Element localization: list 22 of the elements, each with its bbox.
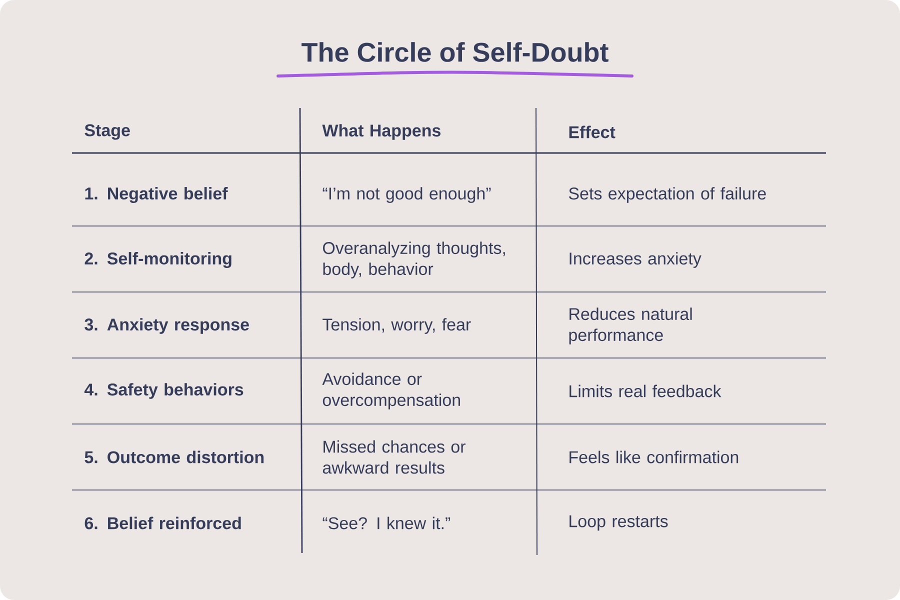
stage-label: 5. Outcome distortion (84, 450, 264, 464)
table-text: Tension, worry, fear (322, 318, 471, 334)
table-text: Limits real feedback (570, 384, 722, 398)
stage-label: 1. Negative belief (85, 187, 228, 203)
table-text: Feels like confirmation (570, 450, 738, 464)
stage-label: 3. Anxiety response (84, 318, 249, 334)
stage-label: 4. Safety behaviors (84, 383, 244, 399)
stage-label: 2. Self-monitoring (84, 252, 232, 268)
table-text: Missed chances or awkward results (322, 440, 466, 474)
column-header: Stage (84, 124, 130, 140)
column-header: Effect (569, 126, 616, 138)
title: The Circle of Self-Doubt (302, 42, 608, 62)
table-text: “See? I knew it.” (322, 516, 450, 530)
stage-label: 6. Belief reinforced (84, 516, 241, 530)
table-text: “I’m not good enough” (322, 187, 491, 203)
table-text: Reduces natural performance (569, 308, 692, 344)
table-text: Overanalyzing thoughts, body, behavior (323, 242, 505, 278)
table-text: Loop restarts (570, 515, 668, 531)
table-text: Increases anxiety (570, 252, 702, 268)
column-header: What Happens (322, 124, 440, 140)
table-text: Sets expectation of failure (568, 187, 766, 203)
table-text: Avoidance or overcompensation (322, 372, 460, 410)
